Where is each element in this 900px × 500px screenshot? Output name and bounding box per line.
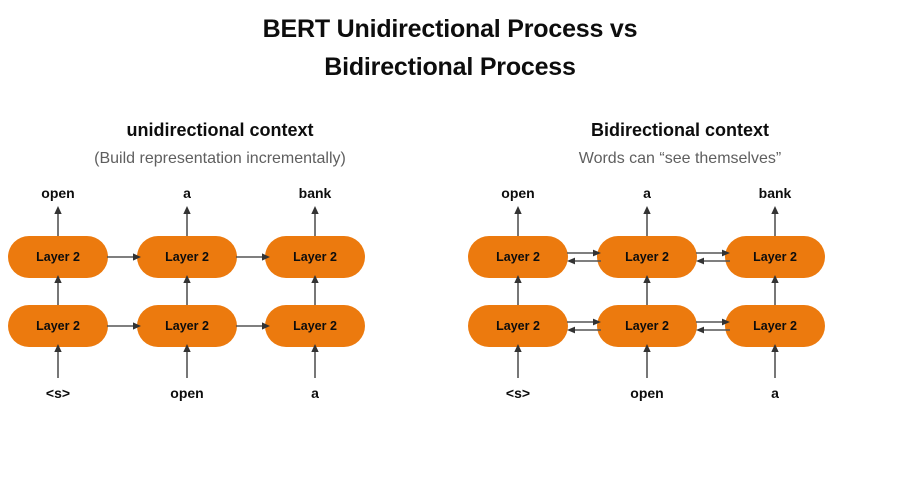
arrow-up-icon [308,344,322,378]
layer-node-label: Layer 2 [625,319,669,333]
panel-unidirectional: unidirectional context (Build representa… [8,118,430,428]
diagram-unidirectional: open a bank Layer 2 Layer 2 Layer 2 [8,184,430,416]
layer-node[interactable]: Layer 2 [597,305,697,347]
arrow-up-icon [511,344,525,378]
arrow-up-icon [768,206,782,240]
layer-node[interactable]: Layer 2 [137,236,237,278]
panel-bidirectional: Bidirectional context Words can “see the… [468,118,890,428]
layer-node[interactable]: Layer 2 [597,236,697,278]
input-token: <s> [505,385,531,401]
arrow-up-icon [511,275,525,309]
output-token: open [501,185,535,201]
layer-node-label: Layer 2 [165,319,209,333]
layer-node[interactable]: Layer 2 [468,305,568,347]
arrow-up-icon [640,275,654,309]
title-line-1: BERT Unidirectional Process vs [262,15,638,43]
layer-node-label: Layer 2 [753,250,797,264]
title-line-2: Bidirectional Process [324,53,576,81]
arrow-up-icon [511,206,525,240]
layer-node[interactable]: Layer 2 [265,305,365,347]
arrow-right-icon [236,315,270,337]
layer-node-label: Layer 2 [293,250,337,264]
panel-subtitle-unidirectional: (Build representation incrementally) [94,150,346,167]
layer-node-label: Layer 2 [496,319,540,333]
layer-node-label: Layer 2 [36,319,80,333]
panel-heading-bidirectional: Bidirectional context [590,120,770,140]
arrow-right-icon [236,246,270,268]
output-token: a [643,185,651,201]
layer-node-label: Layer 2 [293,319,337,333]
arrow-up-icon [51,206,65,240]
input-token: open [630,385,664,401]
layer-node[interactable]: Layer 2 [8,305,108,347]
arrow-right-icon [107,246,141,268]
panel-subtitle-bidirectional: Words can “see themselves” [578,150,782,167]
arrow-up-icon [308,206,322,240]
arrow-bidirectional-icon [567,246,601,268]
arrow-up-icon [768,275,782,309]
input-token: a [311,385,319,401]
layer-node-label: Layer 2 [625,250,669,264]
input-token: open [170,385,204,401]
layer-node[interactable]: Layer 2 [725,305,825,347]
arrow-up-icon [180,275,194,309]
diagram-bidirectional: open a bank Layer 2 Layer 2 Layer 2 [468,184,890,416]
layer-node-label: Layer 2 [165,250,209,264]
arrow-up-icon [308,275,322,309]
arrow-up-icon [51,275,65,309]
layer-node[interactable]: Layer 2 [265,236,365,278]
page-title: BERT Unidirectional Process vs Bidirecti… [0,10,900,86]
output-token: open [41,185,75,201]
input-token: a [771,385,779,401]
arrow-up-icon [51,344,65,378]
output-token: a [183,185,191,201]
layer-node-label: Layer 2 [753,319,797,333]
panel-heading-unidirectional: unidirectional context [126,120,314,140]
layer-node[interactable]: Layer 2 [468,236,568,278]
layer-node[interactable]: Layer 2 [137,305,237,347]
input-token: <s> [45,385,71,401]
arrow-bidirectional-icon [696,315,730,337]
output-token: bank [298,185,332,201]
arrow-up-icon [768,344,782,378]
arrow-up-icon [640,344,654,378]
layer-node[interactable]: Layer 2 [8,236,108,278]
layer-node[interactable]: Layer 2 [725,236,825,278]
layer-node-label: Layer 2 [36,250,80,264]
arrow-up-icon [180,344,194,378]
output-token: bank [758,185,792,201]
arrow-bidirectional-icon [567,315,601,337]
arrow-up-icon [180,206,194,240]
arrow-right-icon [107,315,141,337]
arrow-up-icon [640,206,654,240]
arrow-bidirectional-icon [696,246,730,268]
layer-node-label: Layer 2 [496,250,540,264]
